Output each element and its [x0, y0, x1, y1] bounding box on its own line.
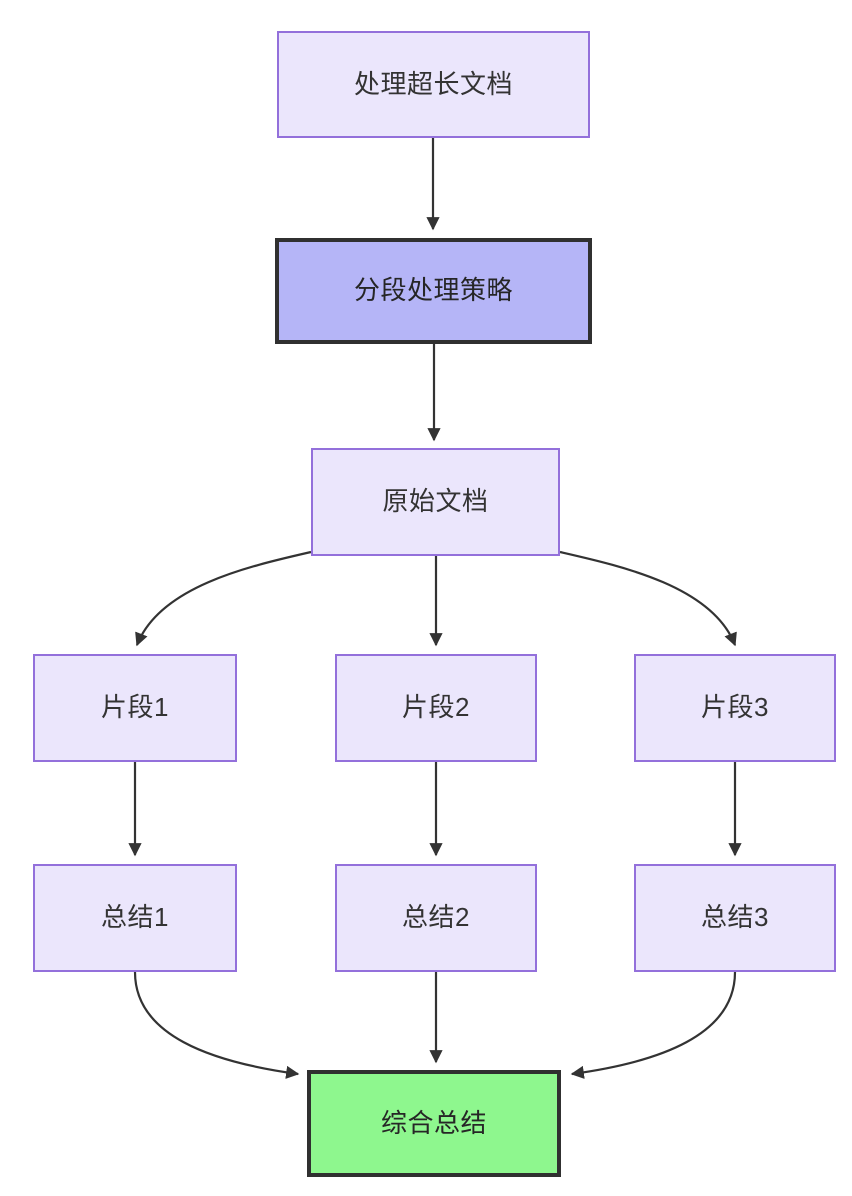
node-summary-2[interactable]: 总结2: [335, 864, 537, 972]
node-label: 片段3: [701, 692, 769, 723]
node-label: 分段处理策略: [353, 275, 513, 306]
node-label: 总结1: [101, 902, 169, 933]
node-label: 处理超长文档: [353, 68, 513, 99]
edge-source-to-frag3: [559, 550, 737, 647]
node-comprehensive-summary[interactable]: 综合总结: [307, 1070, 561, 1177]
node-summary-1[interactable]: 总结1: [33, 864, 237, 972]
edge-source-to-frag1: [135, 550, 312, 647]
node-label: 总结2: [402, 902, 470, 933]
node-fragment-1[interactable]: 片段1: [33, 654, 237, 762]
node-label: 片段2: [402, 692, 470, 723]
edge-sum3-to-final: [570, 971, 737, 1079]
node-label: 片段1: [101, 692, 169, 723]
node-label: 综合总结: [380, 1107, 487, 1138]
node-label: 总结3: [701, 902, 769, 933]
node-fragment-2[interactable]: 片段2: [335, 654, 537, 762]
node-chunking-strategy[interactable]: 分段处理策略: [275, 238, 592, 344]
node-process-long-document[interactable]: 处理超长文档: [277, 31, 590, 138]
node-label: 原始文档: [382, 486, 489, 517]
node-fragment-3[interactable]: 片段3: [634, 654, 836, 762]
node-source-document[interactable]: 原始文档: [311, 448, 560, 556]
edge-sum1-to-final: [133, 971, 300, 1079]
node-summary-3[interactable]: 总结3: [634, 864, 836, 972]
